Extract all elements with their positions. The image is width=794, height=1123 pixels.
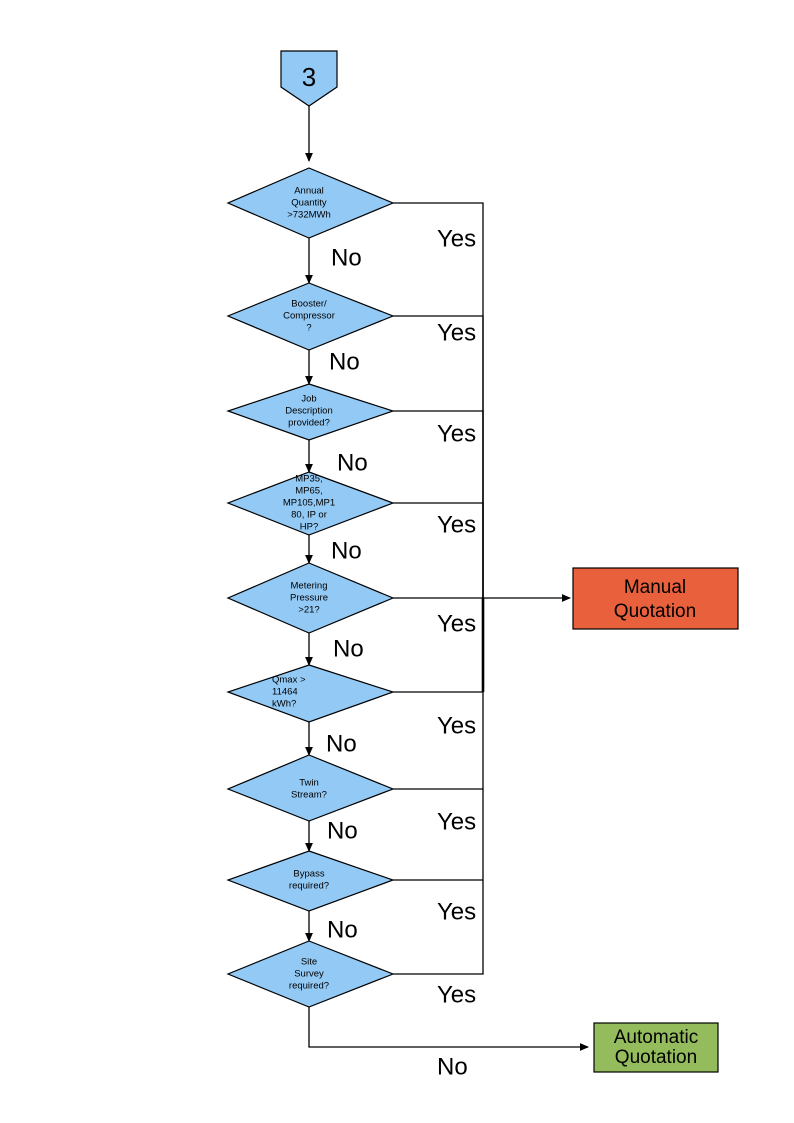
module-type-line-4: HP? <box>300 522 318 533</box>
automatic-quotation-line-0: Automatic <box>614 1027 698 1048</box>
node-job-description[interactable]: Job Description provided? <box>226 383 395 441</box>
label-site-survey-yes: Yes <box>437 981 476 1008</box>
module-type-line-0: MP35, <box>295 474 322 485</box>
node-twin-stream[interactable]: Twin Stream? <box>226 754 395 822</box>
label-twin-stream-no: No <box>327 817 358 844</box>
label-bypass-required-no: No <box>327 916 358 943</box>
job-description-line-0: Job <box>301 394 316 405</box>
off-page-connector-label: 3 <box>302 62 316 92</box>
label-job-description-no: No <box>337 449 368 476</box>
annual-quantity-line-1: Quantity <box>291 198 327 209</box>
module-type-line-1: MP65, <box>295 486 322 497</box>
edge-site-survey-yes <box>393 880 484 975</box>
node-qmax[interactable]: Qmax > 11464 kWh? <box>226 664 395 723</box>
bypass-required-line-0: Bypass <box>293 869 324 880</box>
manual-quotation-line-1: Quotation <box>614 601 696 622</box>
annual-quantity-line-2: >732MWh <box>287 210 331 221</box>
label-metering-pressure-yes: Yes <box>437 610 476 637</box>
node-site-survey[interactable]: Site Survey required? <box>226 940 395 1008</box>
off-page-connector-shape <box>280 50 338 107</box>
metering-pressure-line-1: Pressure <box>290 593 328 604</box>
edge-module-type-yes <box>393 502 484 598</box>
site-survey-line-1: Survey <box>294 969 324 980</box>
label-job-description-yes: Yes <box>437 420 476 447</box>
job-description-line-1: Description <box>285 406 333 417</box>
metering-pressure-line-2: >21? <box>298 605 319 616</box>
site-survey-line-2: required? <box>289 981 329 992</box>
label-booster-compressor-no: No <box>329 348 360 375</box>
site-survey-line-0: Site <box>301 957 317 968</box>
node-annual-quantity[interactable]: Annual Quantity >732MWh <box>226 167 395 239</box>
edge-annual-quantity-yes <box>393 202 484 598</box>
label-bypass-required-yes: Yes <box>437 898 476 925</box>
node-metering-pressure[interactable]: Metering Pressure >21? <box>226 562 395 634</box>
label-module-type-no: No <box>331 537 362 564</box>
automatic-quotation-shape <box>593 1022 719 1073</box>
node-manual-quotation[interactable]: Manual Quotation <box>572 567 739 630</box>
manual-quotation-shape <box>572 567 739 630</box>
label-annual-quantity-yes: Yes <box>437 225 476 252</box>
module-type-line-3: 80, IP or <box>291 510 327 521</box>
qmax-shape <box>226 664 395 723</box>
label-site-survey-no: No <box>437 1053 468 1080</box>
twin-stream-line-1: Stream? <box>291 790 327 801</box>
node-booster-compressor[interactable]: Booster/ Compressor ? <box>226 282 395 351</box>
node-module-type[interactable]: MP35, MP65, MP105,MP1 80, IP or HP? <box>226 471 395 536</box>
label-annual-quantity-no: No <box>331 244 362 271</box>
manual-quotation-line-0: Manual <box>624 577 686 598</box>
label-metering-pressure-no: No <box>333 635 364 662</box>
automatic-quotation-line-1: Quotation <box>615 1047 697 1068</box>
metering-pressure-line-0: Metering <box>291 581 328 592</box>
job-description-line-2: provided? <box>288 418 330 429</box>
label-twin-stream-yes: Yes <box>437 808 476 835</box>
label-booster-compressor-yes: Yes <box>437 319 476 346</box>
bypass-required-line-1: required? <box>289 881 329 892</box>
edge-twin-stream-yes <box>393 692 484 790</box>
booster-compressor-line-0: Booster/ <box>291 299 327 310</box>
qmax-line-1: 11464 <box>272 687 298 698</box>
label-qmax-yes: Yes <box>437 712 476 739</box>
annual-quantity-line-0: Annual <box>294 186 324 197</box>
booster-compressor-line-1: Compressor <box>283 311 335 322</box>
node-off-page-connector[interactable]: 3 <box>280 50 338 107</box>
booster-compressor-line-2: ? <box>306 323 311 334</box>
module-type-line-2: MP105,MP1 <box>283 498 335 509</box>
edge-booster-compressor-yes <box>393 315 484 598</box>
label-qmax-no: No <box>326 730 357 757</box>
twin-stream-line-0: Twin <box>299 778 319 789</box>
label-module-type-yes: Yes <box>437 511 476 538</box>
node-bypass-required[interactable]: Bypass required? <box>226 850 395 912</box>
node-automatic-quotation[interactable]: Automatic Quotation <box>593 1022 719 1073</box>
edge-site-survey-no <box>308 1007 589 1051</box>
qmax-line-2: kWh? <box>272 699 296 710</box>
qmax-line-0: Qmax > <box>272 675 306 686</box>
